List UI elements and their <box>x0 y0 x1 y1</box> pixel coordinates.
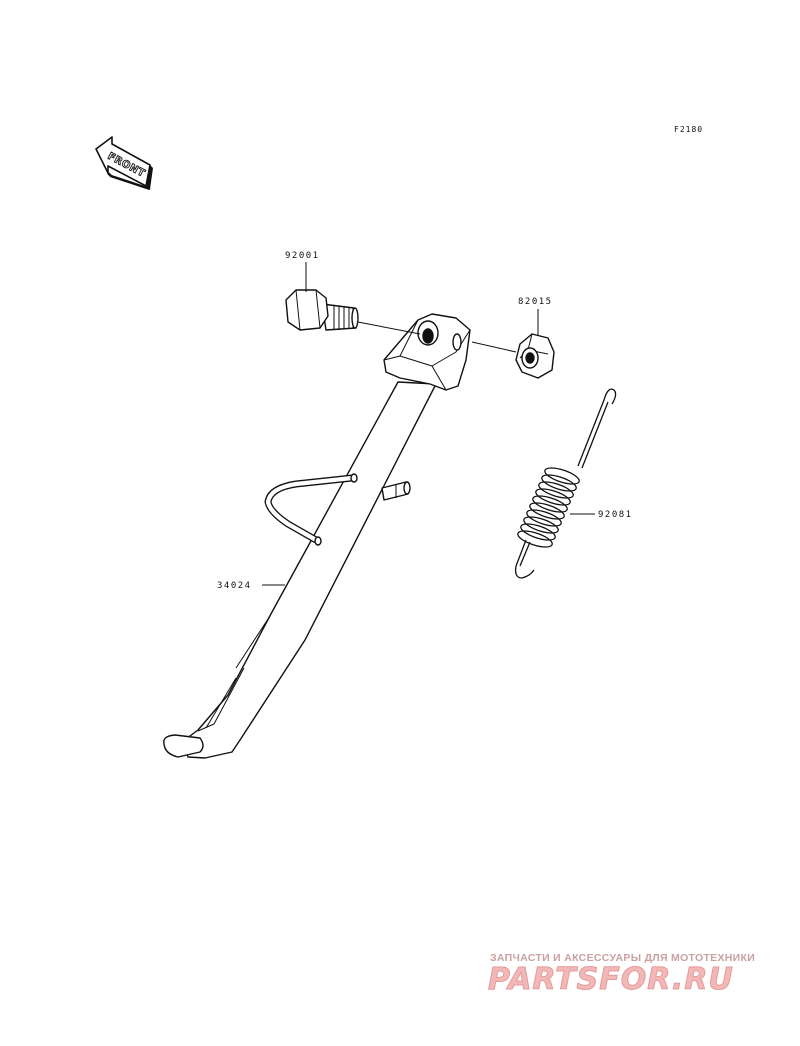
leader-lines <box>262 262 595 586</box>
nut-icon <box>515 333 555 379</box>
side-stand-icon <box>163 313 471 759</box>
watermark-brand: PARTSFOR.RU <box>488 962 734 998</box>
part-number-82015: 82015 <box>518 297 553 307</box>
figure-code: F2180 <box>674 125 703 134</box>
part-number-92081: 92081 <box>598 510 633 520</box>
part-number-92001: 92001 <box>285 251 320 261</box>
bolt-icon <box>285 289 359 331</box>
front-direction-arrow-icon: FRONT <box>95 136 153 191</box>
part-number-34024: 34024 <box>217 581 252 591</box>
watermark-tagline: ЗАПЧАСТИ И АКСЕССУАРЫ ДЛЯ МОТОТЕХНИКИ <box>490 952 756 964</box>
spring-icon <box>514 388 617 579</box>
